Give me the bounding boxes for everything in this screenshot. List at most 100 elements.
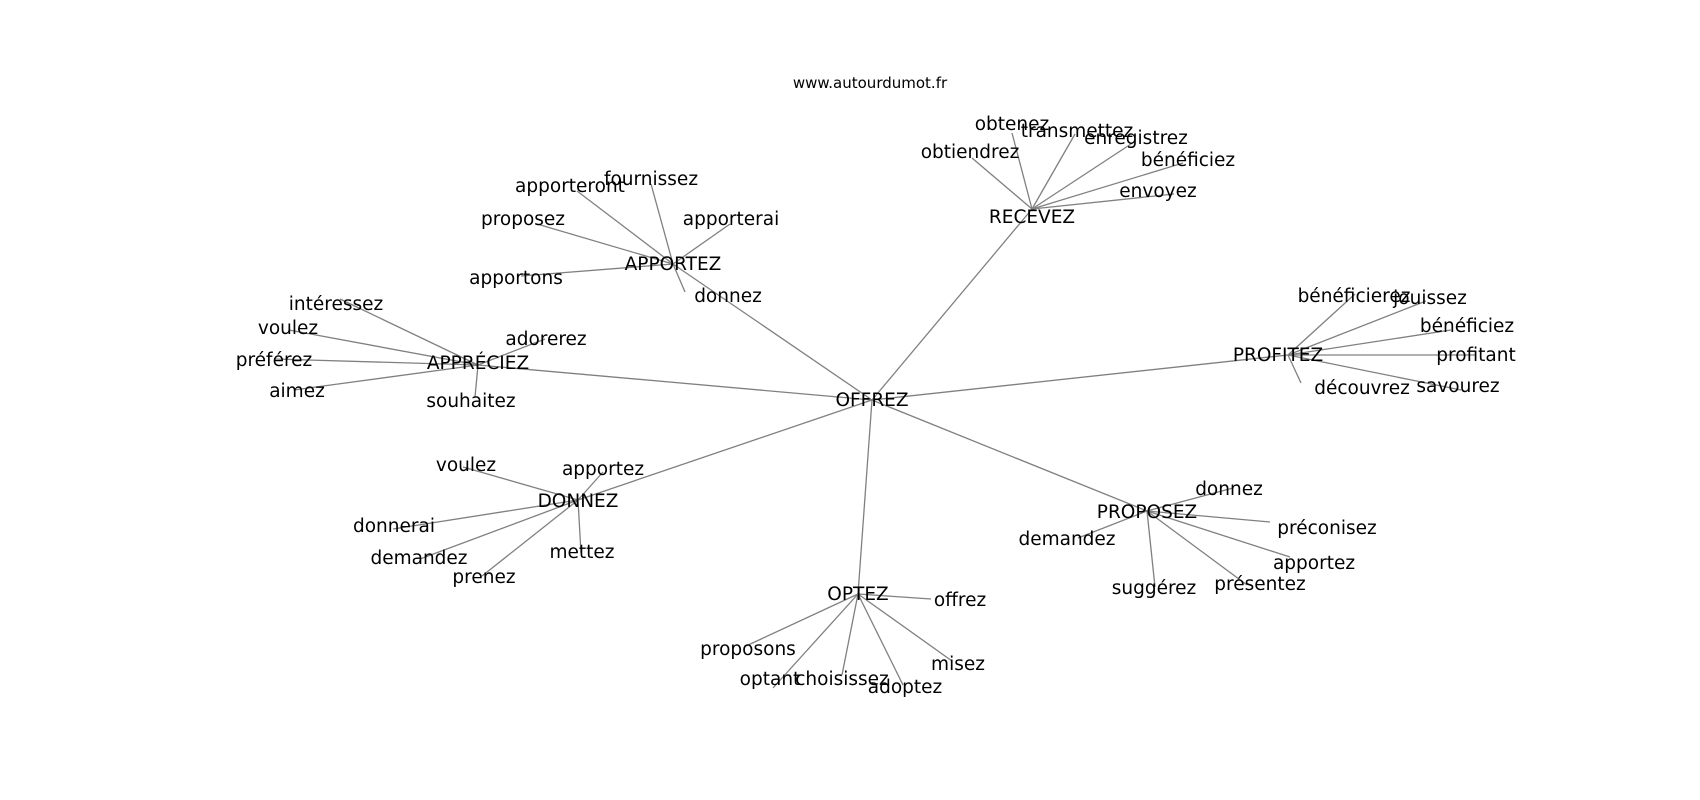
edge-appreciez-leaf-1: [288, 329, 479, 366]
edge-optez-leaf-0: [857, 593, 932, 600]
hub-node-label: PROFITEZ: [1233, 345, 1323, 366]
edge-appreciez-leaf-2: [477, 338, 546, 366]
leaf-node-label: suggérez: [1112, 578, 1197, 599]
edge-profitez-leaf-1: [1287, 300, 1427, 356]
leaf-node-label: découvrez: [1314, 378, 1410, 399]
edge-proposez_hub-leaf-2: [1077, 510, 1148, 539]
edge-donnez_hub-leaf-3: [419, 499, 579, 560]
edge-profitez-leaf-4: [1287, 354, 1302, 384]
edge-donnez_hub-leaf-0: [462, 466, 579, 501]
leaf-node-label: prenez: [452, 567, 515, 588]
hub-node-label: APPORTEZ: [625, 254, 722, 275]
edge-recevez-leaf-5: [1031, 193, 1175, 210]
leaf-node-label: intéressez: [289, 294, 383, 315]
edge-donnez_hub-leaf-4: [577, 499, 582, 554]
edge-center-proposez_hub: [871, 399, 1148, 512]
edge-apportez_hub-leaf-1: [650, 183, 674, 265]
leaf-node-label: donnez: [1195, 479, 1263, 500]
hub-node-label: RECEVEZ: [989, 207, 1075, 228]
edge-apportez_hub-leaf-4: [520, 263, 674, 277]
leaf-node-label: fournissez: [604, 169, 698, 190]
leaf-node-label: apporterai: [683, 209, 779, 230]
leaf-node-label: misez: [931, 654, 985, 675]
leaf-node-label: envoyez: [1119, 181, 1196, 202]
leaf-node-label: apportez: [1273, 553, 1355, 574]
leaf-node-label: apporteront: [515, 176, 625, 197]
hub-node-label: DONNEZ: [538, 491, 619, 512]
edge-center-donnez_hub: [577, 399, 873, 501]
edge-appreciez-leaf-0: [339, 298, 479, 366]
edge-donnez_hub-leaf-1: [577, 471, 604, 501]
edge-optez-leaf-4: [841, 593, 859, 676]
edge-recevez-leaf-3: [971, 157, 1033, 210]
edge-appreciez-leaf-3: [273, 358, 479, 366]
edge-profitez-leaf-2: [1287, 329, 1452, 356]
leaf-node-label: obtiendrez: [921, 142, 1020, 163]
hub-node-label: OPTEZ: [827, 584, 888, 605]
leaf-node-label: jouissez: [1392, 288, 1467, 309]
leaf-node-label: bénéficiez: [1420, 316, 1514, 337]
leaf-node-label: demandez: [370, 548, 467, 569]
leaf-node-label: optant: [740, 669, 801, 690]
edge-apportez_hub-leaf-3: [672, 223, 731, 265]
edge-center-recevez: [871, 208, 1033, 401]
edge-recevez-leaf-1: [1031, 133, 1076, 210]
leaf-node-label: proposons: [700, 639, 796, 660]
edge-profitez-leaf-5: [1287, 354, 1462, 391]
edge-optez-leaf-5: [857, 593, 904, 686]
leaf-node-label: voulez: [258, 318, 318, 339]
edge-recevez-leaf-2: [1031, 141, 1135, 210]
edge-apportez_hub-leaf-0: [576, 190, 674, 265]
leaf-node-label: obtenez: [975, 114, 1050, 135]
edge-proposez_hub-leaf-3: [1146, 510, 1291, 558]
leaf-node-label: bénéficierez: [1298, 286, 1411, 307]
edge-optez-leaf-2: [857, 593, 953, 662]
edge-donnez_hub-leaf-2: [392, 499, 579, 530]
leaf-node-label: préférez: [236, 350, 313, 371]
edge-apportez_hub-leaf-2: [536, 223, 674, 265]
leaf-node-label: voulez: [436, 455, 496, 476]
leaf-node-label: mettez: [549, 542, 614, 563]
leaf-node-label: apportons: [469, 268, 563, 289]
edge-apportez_hub-leaf-5: [672, 263, 686, 293]
edge-optez-leaf-1: [745, 593, 859, 647]
leaf-node-label: donnerai: [353, 516, 435, 537]
center-node-label: OFFREZ: [835, 390, 908, 411]
leaf-node-label: apportez: [562, 459, 644, 480]
source-label: www.autourdumot.fr: [793, 74, 948, 92]
leaf-node-label: proposez: [481, 209, 565, 230]
edge-center-profitez: [871, 354, 1289, 401]
edge-proposez_hub-leaf-0: [1146, 487, 1234, 512]
leaf-node-label: profitant: [1436, 345, 1515, 366]
edge-proposez_hub-leaf-5: [1146, 510, 1248, 586]
hub-node-label: PROPOSEZ: [1097, 502, 1197, 523]
leaf-node-label: transmettez: [1021, 121, 1134, 142]
edge-recevez-leaf-0: [1011, 132, 1033, 210]
edge-center-apportez_hub: [672, 263, 873, 401]
leaf-node-label: savourez: [1416, 376, 1499, 397]
edge-appreciez-leaf-4: [293, 364, 479, 391]
leaf-node-label: donnez: [694, 286, 762, 307]
leaf-node-label: choisissez: [795, 669, 889, 690]
leaf-node-label: offrez: [934, 590, 986, 611]
leaf-node-label: adorerez: [505, 329, 586, 350]
leaf-node-label: souhaitez: [426, 391, 515, 412]
leaf-node-label: bénéficiez: [1141, 150, 1235, 171]
edge-proposez_hub-leaf-4: [1146, 510, 1156, 588]
edge-recevez-leaf-4: [1031, 162, 1184, 210]
leaf-node-label: enregistrez: [1084, 128, 1188, 149]
hub-node-label: APPRÉCIEZ: [427, 352, 529, 374]
leaf-node-label: aimez: [269, 381, 325, 402]
edge-proposez_hub-leaf-1: [1146, 510, 1271, 523]
edge-donnez_hub-leaf-5: [481, 499, 579, 577]
edge-center-optez: [857, 399, 873, 595]
leaf-node-label: préconisez: [1277, 518, 1376, 539]
edge-appreciez-leaf-5: [474, 364, 479, 398]
edges: [273, 132, 1475, 689]
edge-optez-leaf-3: [772, 593, 859, 689]
edge-center-appreciez: [477, 364, 873, 401]
leaf-node-label: adoptez: [868, 677, 943, 698]
leaf-node-label: présentez: [1214, 574, 1305, 595]
